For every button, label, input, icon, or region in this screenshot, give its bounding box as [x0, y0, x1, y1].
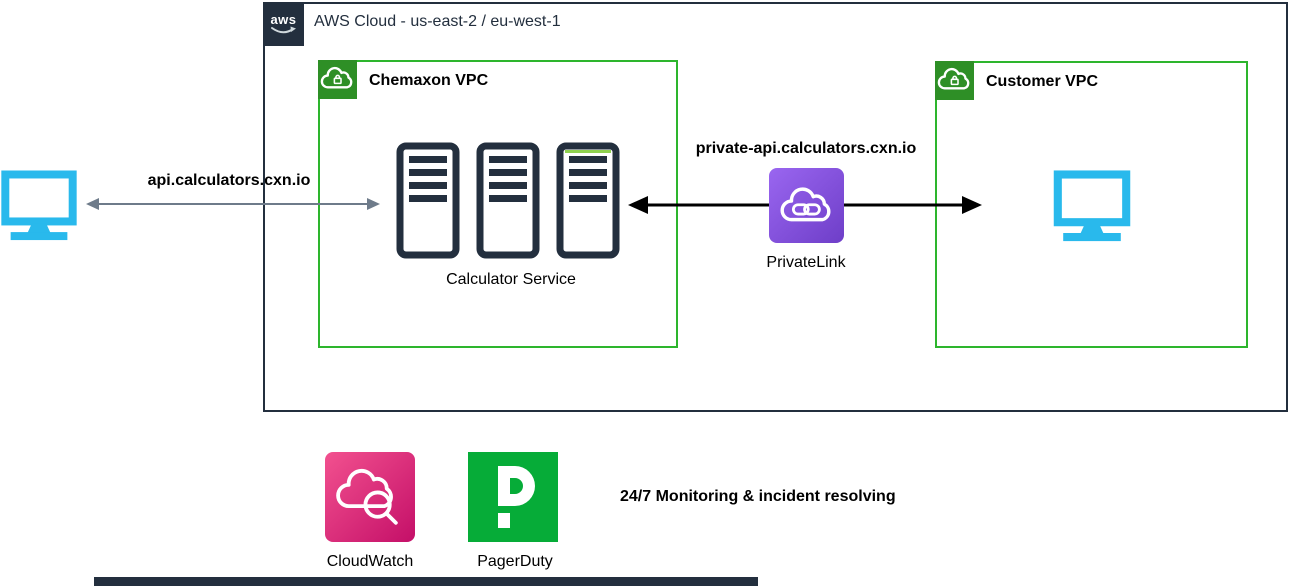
external-client-monitor-icon: [0, 170, 78, 246]
vpc-icon: [935, 61, 974, 100]
aws-logo-text: aws: [270, 11, 297, 27]
server-icon: [396, 142, 460, 259]
public-api-label: api.calculators.cxn.io: [147, 172, 311, 189]
customer-vpc-label: Customer VPC: [986, 73, 1099, 90]
aws-logo-icon: aws: [263, 2, 304, 46]
cloudwatch-label: CloudWatch: [326, 553, 414, 570]
cloudwatch-tile: [325, 452, 415, 542]
vpc-icon: [318, 60, 357, 99]
aws-smile-icon: [270, 26, 296, 33]
privatelink-cloud-links-icon: [780, 186, 830, 221]
vpc-cloud-lock-icon: [320, 66, 353, 89]
customer-client-monitor-icon: [1052, 170, 1132, 247]
server-icon-highlighted: [556, 142, 620, 259]
aws-cloud-title: AWS Cloud - us-east-2 / eu-west-1: [314, 13, 561, 30]
aws-cloud-container: [263, 2, 1288, 412]
pagerduty-label: PagerDuty: [477, 553, 553, 570]
cropped-box-edge: [94, 577, 758, 586]
cloudwatch-cloud-magnifier-icon: [336, 468, 398, 525]
vpc-cloud-lock-icon: [937, 67, 970, 90]
calculator-service-label: Calculator Service: [446, 271, 576, 288]
calculator-service-servers: [396, 142, 624, 259]
privatelink-tile: [769, 168, 844, 243]
monitoring-note: 24/7 Monitoring & incident resolving: [620, 488, 896, 505]
privatelink-label: PrivateLink: [766, 254, 846, 271]
pagerduty-p-icon: [498, 466, 535, 528]
pagerduty-tile: [468, 452, 558, 542]
chemaxon-vpc-label: Chemaxon VPC: [369, 72, 489, 89]
private-api-label: private-api.calculators.cxn.io: [695, 140, 917, 157]
server-icon: [476, 142, 540, 259]
